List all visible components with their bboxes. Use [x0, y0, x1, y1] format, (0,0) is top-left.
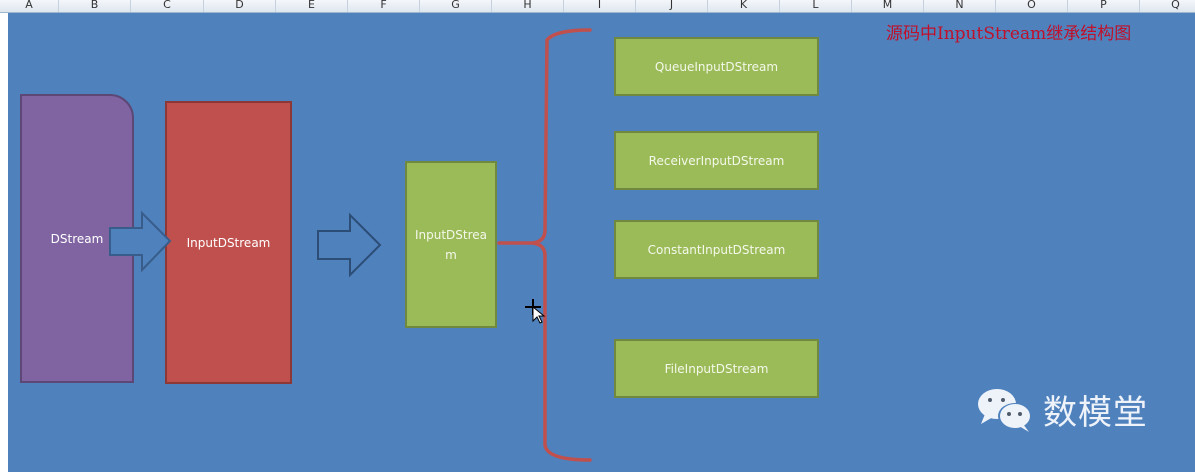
child-receiverinputdstream[interactable]: ReceiverInputDStream	[614, 131, 819, 190]
child-label: ReceiverInputDStream	[648, 153, 785, 168]
column-header-M[interactable]: M	[852, 0, 924, 12]
inputdstream-label: InputDStream	[186, 235, 271, 250]
column-header-B[interactable]: B	[59, 0, 131, 12]
inputdstream-base-label: InputDStream	[414, 227, 488, 262]
column-header-F[interactable]: F	[348, 0, 420, 12]
column-header-H[interactable]: H	[492, 0, 564, 12]
curly-brace[interactable]	[497, 28, 592, 462]
watermark-text: 数模堂	[1043, 393, 1148, 433]
column-header-K[interactable]: K	[708, 0, 780, 12]
column-header-E[interactable]: E	[276, 0, 348, 12]
column-header-I[interactable]: I	[564, 0, 636, 12]
child-queueinputdstream[interactable]: QueueInputDStream	[614, 37, 819, 96]
arrow-right-icon[interactable]	[109, 210, 172, 273]
inputdstream-base-shape[interactable]: InputDStream	[405, 161, 497, 328]
column-header-J[interactable]: J	[636, 0, 708, 12]
child-label: FileInputDStream	[664, 361, 769, 376]
column-header-P[interactable]: P	[1068, 0, 1140, 12]
inputdstream-shape[interactable]: InputDStream	[165, 101, 292, 384]
watermark: 数模堂	[975, 385, 1148, 434]
arrow-right-outline-icon[interactable]	[317, 212, 382, 278]
column-header-C[interactable]: C	[131, 0, 204, 12]
child-label: ConstantInputDStream	[647, 242, 786, 257]
column-header-Q[interactable]: Q	[1140, 0, 1195, 12]
wechat-icon	[978, 388, 1032, 432]
column-header-O[interactable]: O	[996, 0, 1068, 12]
child-label: QueueInputDStream	[654, 59, 779, 74]
column-header-L[interactable]: L	[780, 0, 852, 12]
child-fileinputdstream[interactable]: FileInputDStream	[614, 339, 819, 398]
column-header-G[interactable]: G	[420, 0, 492, 12]
diagram-title[interactable]: 源码中InputStream继承结构图	[886, 24, 1132, 44]
column-header-D[interactable]: D	[204, 0, 276, 12]
dstream-label: DStream	[50, 231, 104, 246]
move-cursor-icon	[525, 299, 546, 324]
child-constantinputdstream[interactable]: ConstantInputDStream	[614, 220, 819, 279]
column-header-A[interactable]: A	[0, 0, 59, 12]
column-header-N[interactable]: N	[924, 0, 996, 12]
